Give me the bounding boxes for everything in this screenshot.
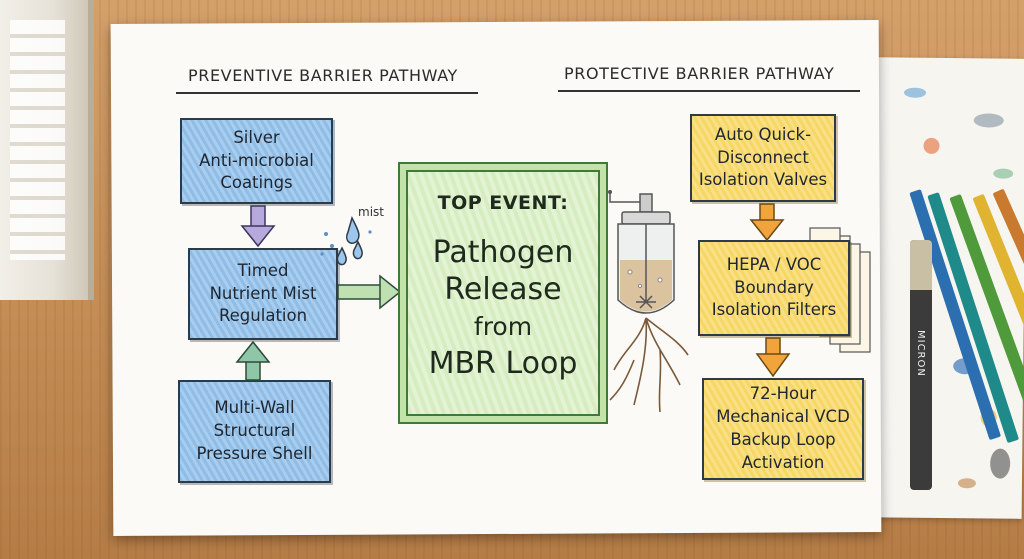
box-line: Disconnect xyxy=(717,147,809,167)
protective-box-filters: HEPA / VOC Boundary Isolation Filters xyxy=(698,240,850,336)
preventive-box-mist: Timed Nutrient Mist Regulation xyxy=(188,248,338,340)
bioreactor-icon xyxy=(608,190,689,413)
box-line: HEPA / VOC xyxy=(726,254,822,274)
arrow-down-icon xyxy=(240,205,276,248)
box-line: Pressure Shell xyxy=(196,443,313,463)
box-line: Timed xyxy=(237,260,289,280)
protective-box-valves: Auto Quick- Disconnect Isolation Valves xyxy=(690,114,836,202)
arrow-up-icon xyxy=(235,340,271,381)
preventive-heading: PREVENTIVE BARRIER PATHWAY xyxy=(188,66,458,85)
box-line: Regulation xyxy=(218,306,308,326)
window-blinds xyxy=(0,0,94,300)
arrow-down-icon xyxy=(749,203,785,242)
mist-label: mist xyxy=(358,205,384,219)
box-line: Isolation Filters xyxy=(711,300,837,320)
box-line: Backup Loop xyxy=(730,430,836,449)
box-line: Anti-microbial xyxy=(199,150,314,170)
box-line: Mechanical VCD xyxy=(716,407,850,427)
preventive-box-shell: Multi-Wall Structural Pressure Shell xyxy=(178,380,331,483)
box-line: Nutrient Mist xyxy=(209,283,317,303)
box-line: Structural xyxy=(213,421,296,441)
top-event-line: Release xyxy=(444,272,562,307)
box-line: Coatings xyxy=(220,173,293,193)
top-event-text: Pathogen Release from MBR Loop xyxy=(408,234,598,382)
top-event-label: TOP EVENT: xyxy=(437,192,569,214)
protective-heading-underline xyxy=(558,90,860,92)
arrow-down-icon xyxy=(755,337,791,378)
micron-pen: MICRON xyxy=(910,240,932,490)
box-line: Silver xyxy=(233,127,280,147)
box-line: Multi-Wall xyxy=(214,398,295,418)
box-line: Isolation Valves xyxy=(698,170,828,190)
box-line: 72-Hour xyxy=(749,384,817,404)
box-line: Activation xyxy=(741,452,825,472)
top-event-box: TOP EVENT: Pathogen Release from MBR Loo… xyxy=(406,170,600,416)
arrow-right-icon xyxy=(337,274,402,310)
box-line: Auto Quick- xyxy=(714,124,812,144)
pen-brand-text: MICRON xyxy=(915,330,926,377)
mist-droplets-icon xyxy=(320,215,372,266)
top-event-line: Pathogen xyxy=(432,235,574,270)
protective-heading: PROTECTIVE BARRIER PATHWAY xyxy=(564,64,835,83)
box-line: Boundary xyxy=(734,277,814,297)
preventive-heading-underline xyxy=(176,92,478,94)
protective-box-backup: 72-Hour Mechanical VCD Backup Loop Activ… xyxy=(702,378,864,480)
top-event-line: MBR Loop xyxy=(428,346,578,381)
top-event-line: from xyxy=(473,312,533,341)
preventive-box-coatings: Silver Anti-microbial Coatings xyxy=(180,118,333,204)
